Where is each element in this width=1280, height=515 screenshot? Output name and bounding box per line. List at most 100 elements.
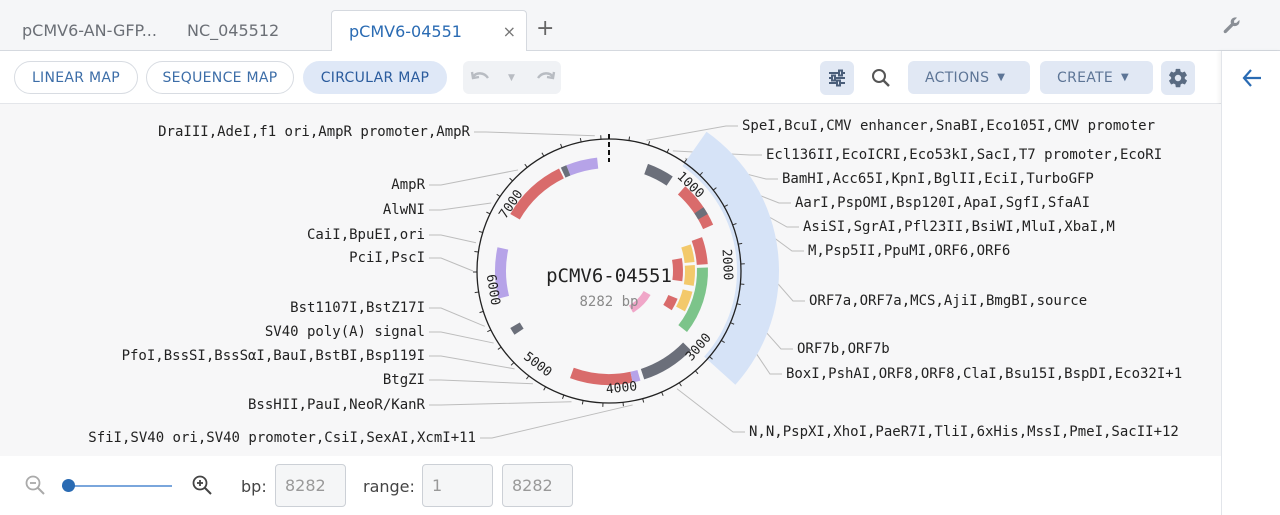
- feature-turbogfp[interactable]: [677, 186, 714, 230]
- feature-neor-kanr[interactable]: [570, 367, 633, 385]
- feature-orf-red-inner-2[interactable]: [663, 294, 678, 311]
- site-label[interactable]: Bst1107I,BstZ17I: [290, 300, 425, 316]
- gear-button[interactable]: [1161, 61, 1195, 95]
- minor-tick: [560, 143, 563, 148]
- minor-tick: [478, 230, 483, 233]
- site-label[interactable]: AarI,PspOMI,Bsp120I,ApaI,SgfI,SfaAI: [795, 195, 1090, 211]
- tab-label-secondary: NC_045512: [186, 21, 280, 40]
- create-dropdown[interactable]: CREATE ▼: [1040, 61, 1153, 94]
- site-label[interactable]: DraIII,AdeI,f1 ori,AmpR promoter,AmpR: [158, 124, 470, 140]
- gear-icon: [1169, 68, 1187, 88]
- site-label[interactable]: N,N,PspXI,XhoI,PaeR7I,TliI,6xHis,MssI,Pm…: [749, 424, 1179, 440]
- tab-pcmv6-an-gfp[interactable]: pCMV6-AN-GFP... NC_045512: [0, 10, 330, 51]
- site-label[interactable]: SpeI,BcuI,CMV enhancer,SnaBI,Eco105I,CMV…: [742, 118, 1155, 134]
- zoom-slider-track[interactable]: [62, 485, 172, 487]
- feature-source-highlight[interactable]: [682, 131, 779, 385]
- site-label[interactable]: AmpR: [391, 177, 425, 193]
- leader-line: [429, 234, 477, 244]
- create-label: CREATE: [1057, 69, 1114, 86]
- minor-tick: [524, 163, 528, 168]
- linear-map-button[interactable]: LINEAR MAP: [14, 61, 138, 94]
- minor-tick: [581, 400, 584, 405]
- site-label[interactable]: AsiSI,SgrAI,Pfl23II,BsiWI,MluI,XbaI,M: [803, 219, 1115, 235]
- feature-n-gene[interactable]: [676, 289, 693, 312]
- leader-line: [429, 401, 572, 406]
- feature-orf7b[interactable]: [681, 244, 695, 264]
- tab-label: pCMV6-AN-GFP...: [22, 21, 157, 40]
- right-labels: SpeI,BcuI,CMV enhancer,SnaBI,Eco105I,CMV…: [742, 118, 1182, 440]
- minor-tick: [712, 187, 717, 191]
- site-label[interactable]: SV40 poly(A) signal: [265, 324, 425, 340]
- redo-icon[interactable]: [533, 68, 557, 88]
- minor-tick: [678, 382, 682, 387]
- undo-icon[interactable]: [469, 68, 493, 88]
- plasmid-length: 8282 bp: [579, 294, 638, 310]
- search-button[interactable]: [864, 61, 898, 95]
- arrow-left-icon[interactable]: [1241, 67, 1263, 89]
- site-label[interactable]: BssHII,PauI,NeoR/KanR: [248, 397, 426, 413]
- close-icon[interactable]: ×: [502, 22, 516, 41]
- minor-tick: [683, 159, 687, 163]
- chevron-down-icon[interactable]: ▼: [508, 73, 515, 83]
- minor-tick: [579, 137, 582, 143]
- minor-tick: [699, 171, 703, 176]
- feature-cmv-enhancer[interactable]: [644, 163, 673, 186]
- feature-ori[interactable]: [495, 247, 510, 299]
- feature-pink-feature[interactable]: [629, 291, 651, 313]
- minor-tick: [694, 370, 699, 375]
- feature-orf6[interactable]: [691, 237, 708, 265]
- site-label[interactable]: ORF7b,ORF7b: [797, 341, 890, 357]
- left-labels: DraIII,AdeI,f1 ori,AmpR promoter,AmpR Amp…: [88, 124, 476, 446]
- feature-small-grey[interactable]: [694, 207, 708, 220]
- site-label[interactable]: ORF7a,ORF7a,MCS,AjiI,BmgBI,source: [809, 293, 1087, 309]
- minor-tick: [709, 356, 713, 360]
- feature-f1-ori[interactable]: [566, 157, 599, 176]
- site-label[interactable]: Ecl136II,EcoICRI,Eco53kI,SacI,T7 promote…: [766, 147, 1162, 163]
- minor-tick: [666, 148, 670, 153]
- minor-tick: [730, 322, 735, 325]
- site-label[interactable]: BtgZI: [383, 372, 425, 388]
- range-start-field[interactable]: 1: [422, 464, 493, 507]
- leader-line: [429, 379, 533, 385]
- tab-pcmv6-04551[interactable]: pCMV6-04551 ×: [331, 10, 527, 52]
- site-label[interactable]: CaiI,BpuEI,ori: [307, 227, 425, 243]
- feature-orf-red-inner[interactable]: [672, 258, 684, 282]
- feature-ampr[interactable]: [510, 168, 564, 220]
- actions-dropdown[interactable]: ACTIONS ▼: [908, 61, 1030, 94]
- wrench-icon[interactable]: [1221, 14, 1243, 36]
- caret-down-icon: ▼: [1121, 72, 1130, 83]
- bottom-bar: bp: 8282 range: 1 8282: [0, 456, 1221, 515]
- feature-ampr-promoter[interactable]: [560, 165, 571, 178]
- tick-label: 6000: [483, 273, 503, 306]
- settings-sliders-button[interactable]: [820, 61, 854, 95]
- minor-tick: [474, 291, 479, 294]
- bp-label: bp:: [241, 477, 267, 496]
- site-label[interactable]: M,Psp5II,PpuMI,ORF6,ORF6: [808, 243, 1010, 259]
- feature-orf7a[interactable]: [678, 267, 708, 332]
- zoom-out-icon[interactable]: [24, 474, 46, 496]
- site-label[interactable]: PciI,PscI: [349, 250, 425, 266]
- caret-down-icon: ▼: [997, 72, 1006, 83]
- bp-field[interactable]: 8282: [275, 464, 346, 507]
- feature-sv40-promoter[interactable]: [640, 342, 692, 380]
- leader-line: [429, 202, 492, 211]
- sequence-map-button[interactable]: SEQUENCE MAP: [146, 61, 294, 94]
- zoom-slider-thumb[interactable]: [61, 479, 75, 492]
- site-label[interactable]: PfoI,BssSI,BssSαI,BauI,BstBI,Bsp119I: [122, 348, 425, 364]
- range-end-field[interactable]: 8282: [502, 464, 573, 507]
- zoom-in-icon[interactable]: [191, 474, 213, 496]
- tab-bar: pCMV6-AN-GFP... NC_045512 pCMV6-04551 × …: [0, 0, 1280, 52]
- circular-map-button[interactable]: CIRCULAR MAP: [303, 61, 447, 94]
- site-label[interactable]: BamHI,Acc65I,KpnI,BglII,EciI,TurboGFP: [782, 171, 1094, 187]
- leader-line: [676, 388, 745, 433]
- add-tab-icon[interactable]: +: [536, 16, 555, 41]
- feature-small-feature[interactable]: [630, 370, 641, 383]
- feature-sv40-polya[interactable]: [510, 322, 524, 335]
- site-label[interactable]: SfiI,SV40 ori,SV40 promoter,CsiI,SexAI,X…: [88, 430, 476, 446]
- site-label[interactable]: BoxI,PshAI,ORF8,ORF8,ClaI,Bsu15I,BspDI,E…: [786, 366, 1182, 382]
- feature-orf8[interactable]: [683, 265, 695, 286]
- tab-label: pCMV6-04551: [349, 22, 462, 41]
- site-label[interactable]: AlwNI: [383, 202, 425, 218]
